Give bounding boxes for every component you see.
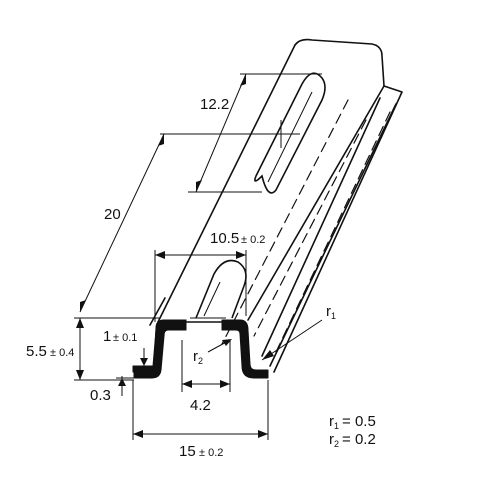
arrow-0-3-up [118,378,126,386]
arrow-15-left [133,430,143,438]
arrow-4-2-right [220,380,230,388]
arrow-1-down [140,358,148,366]
rail-flange-top [273,85,403,373]
arrow-12-2-bottom [196,180,202,192]
rail-left-edge [157,44,296,323]
dim-20-line [79,133,165,313]
rail-hidden-line-3 [275,111,391,353]
rail-profile-section-right [221,319,269,379]
dim-20-label: 20 [104,206,121,223]
note-r1: r1= 0.5 [329,413,376,431]
lower-slot [195,259,247,319]
arrow-r1 [262,350,274,360]
rail-flange-fold [269,103,397,367]
dim-4-2-label: 4.2 [190,397,211,414]
lower-slot-inner [203,281,221,317]
arrow-20-top [158,134,164,146]
dim-0-3-label: 0.3 [90,387,111,404]
dim-10-5-tolerance: ± 0.2 [241,234,265,246]
arrow-5-5-top [76,318,84,328]
dim-5-5-label: 5.5 [26,343,47,360]
arrow-r2 [222,339,232,346]
rail-hidden-line-2 [253,119,367,337]
r2-callout: r2 [193,348,203,366]
arrow-5-5-bottom [76,370,84,380]
dim-15-tolerance: ± 0.2 [199,447,223,459]
rail-profile-section-mid [179,319,187,331]
upper-slot-inner [267,91,313,183]
rail-hidden-line-1 [221,99,349,345]
rail-flange-inner [261,97,381,357]
dim-10-5-label: 10.5 [210,230,239,247]
arrow-15-right [258,430,268,438]
rail-top-end [294,38,385,87]
rail-profile-section-left [133,319,187,379]
dim-1-tolerance: ± 0.1 [113,332,137,344]
arrow-10-5-left [155,251,165,259]
r1-callout: r1 [326,303,336,321]
rail-right-edge [247,85,385,321]
dim-15-label: 15 [179,443,196,460]
note-r2: r2= 0.2 [329,431,376,449]
arrowheads [76,74,274,438]
arrow-12-2-top [240,74,246,86]
dimension-lines [74,73,323,440]
upper-slot [254,72,326,194]
arrow-4-2-left [182,380,192,388]
dim-5-5-tolerance: ± 0.4 [50,347,74,359]
dim-12-2-label: 12.2 [200,96,229,113]
rail-body [149,38,403,373]
rail-web-lower [149,297,166,326]
dim-12-2-line [195,73,247,193]
arrow-10-5-right [236,251,246,259]
arrow-20-bottom [80,300,86,312]
radius-notes: r1= 0.5 r2= 0.2 [329,413,376,449]
dimension-labels: 12.2 20 10.5 ± 0.2 15 ± 0.2 5.5 ± 0.4 1 … [26,96,336,460]
dim-1-label: 1 [103,328,111,345]
